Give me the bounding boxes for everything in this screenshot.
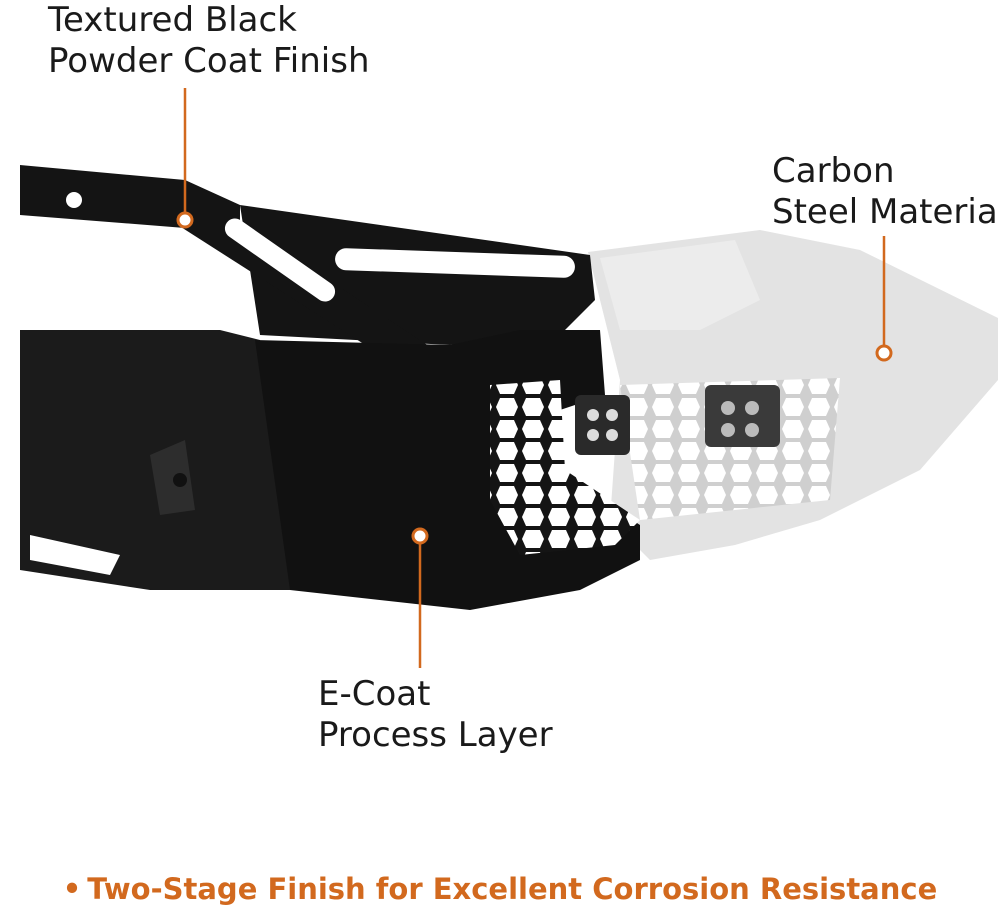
callout-lines (176, 88, 893, 668)
bullet-icon: • (62, 872, 82, 906)
powder-coat-label: Textured Black Powder Coat Finish (48, 0, 370, 82)
powder-coat-label-line2: Powder Coat Finish (48, 41, 370, 81)
e-coat-label-line2: Process Layer (318, 715, 553, 755)
carbon-steel-label-line1: Carbon (772, 151, 895, 191)
e-coat-label: E-Coat Process Layer (318, 674, 553, 756)
e-coat-label-line1: E-Coat (318, 674, 431, 714)
powder-coat-label-line1: Textured Black (48, 0, 297, 40)
carbon-steel-label-line2: Steel Material (772, 192, 1000, 232)
carbon-steel-section (588, 230, 998, 560)
footer-text: Two-Stage Finish for Excellent Corrosion… (87, 872, 938, 906)
footer-caption: •Two-Stage Finish for Excellent Corrosio… (0, 872, 1000, 906)
powder-coat-section (20, 165, 640, 610)
carbon-steel-label: Carbon Steel Material (772, 151, 1000, 233)
